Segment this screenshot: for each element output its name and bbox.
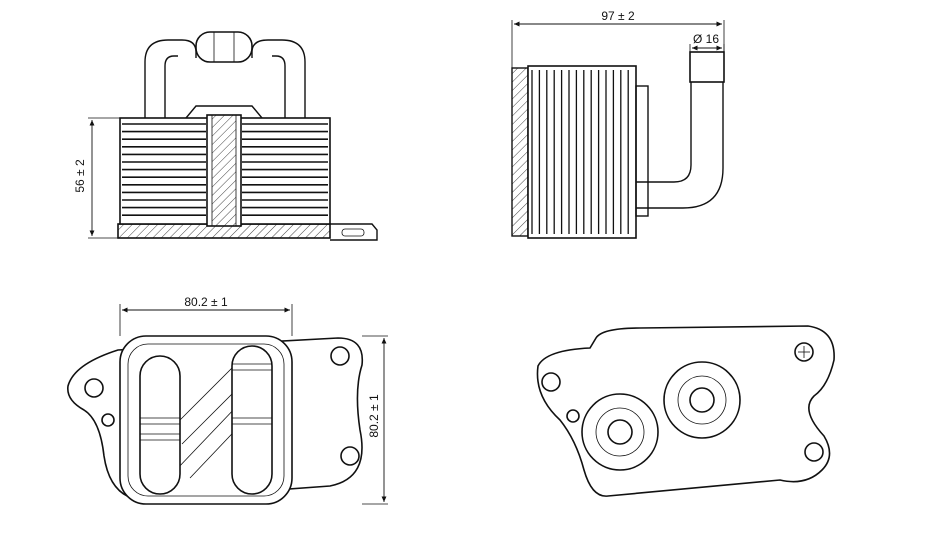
front-pipe-left-inner xyxy=(164,55,178,118)
side-fins xyxy=(531,70,629,234)
front-pipe-right-outer xyxy=(251,39,306,118)
width-dimension-label: 80.2 ± 1 xyxy=(184,295,228,309)
side-pipe-end xyxy=(689,51,725,83)
diameter-dimension-label: Ø 16 xyxy=(693,32,719,46)
front-pipe-right-inner xyxy=(272,55,286,118)
top-pipe-left xyxy=(139,355,181,495)
front-top-cap xyxy=(185,105,263,119)
top-bolt-hole-bottom-right xyxy=(340,446,360,466)
depth-dimension-label: 80.2 ± 1 xyxy=(367,394,381,438)
top-view: 80.2 ± 1 80.2 ± 1 xyxy=(67,295,388,505)
front-fins xyxy=(122,123,328,216)
top-bolt-hole-top-right xyxy=(330,346,350,366)
bottom-view xyxy=(536,325,835,497)
top-pipe-right xyxy=(231,345,273,495)
side-pipe-inner xyxy=(636,80,692,183)
side-fin-stack xyxy=(527,65,637,239)
top-bolt-hole-left xyxy=(84,378,104,398)
side-view: 97 ± 2 Ø 16 xyxy=(511,9,725,239)
side-base-plate xyxy=(511,67,529,237)
bottom-bolt-hole-left xyxy=(541,372,561,392)
front-base-flange xyxy=(330,223,378,241)
length-dimension-label: 97 ± 2 xyxy=(601,9,635,23)
front-pipe-left-outer xyxy=(144,39,197,118)
bottom-bolt-hole-right xyxy=(804,442,824,462)
front-pipe-connector xyxy=(195,31,253,63)
front-view: 56 ± 2 xyxy=(73,31,378,241)
side-pipe-outer xyxy=(636,80,724,209)
height-dimension-label: 56 ± 2 xyxy=(73,159,87,193)
